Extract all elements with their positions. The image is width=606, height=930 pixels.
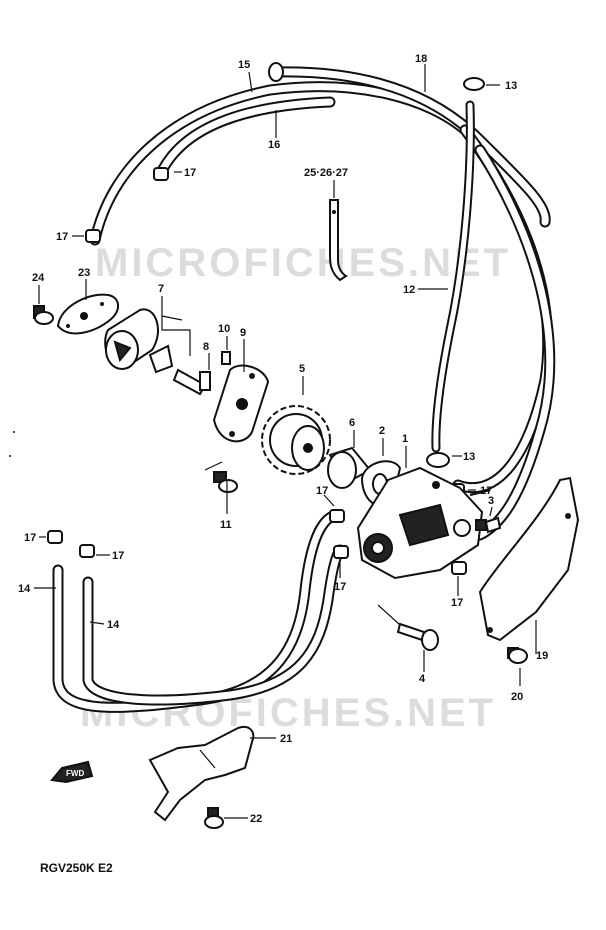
callout-20: 20 [511, 691, 523, 703]
coupling-7 [104, 308, 207, 396]
callout-5: 5 [299, 363, 305, 375]
callout-17: 17 [451, 597, 463, 609]
callout-16: 16 [268, 139, 280, 151]
callout-13: 13 [463, 451, 475, 463]
hose-15-16 [89, 81, 471, 246]
callout-21: 21 [280, 733, 292, 745]
callout-13: 13 [505, 80, 517, 92]
screw-20-icon [507, 647, 528, 664]
callout-24: 24 [32, 272, 45, 284]
callout-17: 17 [112, 550, 124, 562]
callout-17: 17 [334, 581, 346, 593]
callout-19: 19 [536, 650, 548, 662]
callout-14: 14 [18, 583, 31, 595]
callout-3: 3 [488, 495, 494, 507]
pin-8-10 [199, 351, 231, 391]
screw-11-icon [204, 461, 238, 493]
plate-23 [56, 293, 119, 335]
sprocket-5-icon [261, 405, 331, 475]
bolt-22-icon [204, 807, 224, 829]
callout-12: 12 [403, 284, 415, 296]
callout-22: 22 [250, 813, 262, 825]
watermark-top: MICROFICHES.NET [95, 241, 511, 285]
callout-1: 1 [402, 433, 408, 445]
hose-18 [268, 62, 556, 541]
model-label: RGV250K E2 [40, 861, 113, 875]
clip-25-26-27 [329, 199, 348, 282]
callout-10: 10 [218, 323, 230, 335]
callout-17: 17 [316, 485, 328, 497]
callout-18: 18 [415, 53, 427, 65]
hose-clip-icon [47, 77, 485, 575]
callout-25-26-27: 25·26·27 [304, 167, 348, 179]
callout-23: 23 [78, 267, 90, 279]
callout-8: 8 [203, 341, 209, 353]
callout-7: 7 [158, 283, 164, 295]
callout-17: 17 [480, 485, 492, 497]
screw-3-icon [475, 516, 502, 534]
svg-text:FWD: FWD [66, 769, 84, 778]
cover-19 [478, 476, 580, 642]
callout-14: 14 [107, 619, 120, 631]
callout-11: 11 [220, 519, 232, 531]
oil-pump-1-icon [356, 466, 491, 580]
callout-6: 6 [349, 417, 355, 429]
bolt-4-icon [377, 604, 439, 651]
callout-17: 17 [56, 231, 68, 243]
callout-15: 15 [238, 59, 250, 71]
callout-17: 17 [184, 167, 196, 179]
callout-4: 4 [419, 673, 426, 685]
cover-9 [212, 364, 270, 443]
forward-arrow-icon: FWD [50, 760, 94, 784]
hose-12 [431, 100, 475, 453]
leader-lines [34, 64, 537, 819]
hose-14 [52, 509, 346, 713]
bracket-21 [148, 726, 255, 822]
bolt-24-icon [33, 305, 54, 325]
callout-2: 2 [379, 425, 385, 437]
bushing-6 [327, 446, 372, 489]
callout-labels: 15 16 18 13 17 17 25·26·27 24 23 7 10 9 … [18, 53, 548, 825]
callout-17: 17 [24, 532, 36, 544]
callout-9: 9 [240, 327, 246, 339]
